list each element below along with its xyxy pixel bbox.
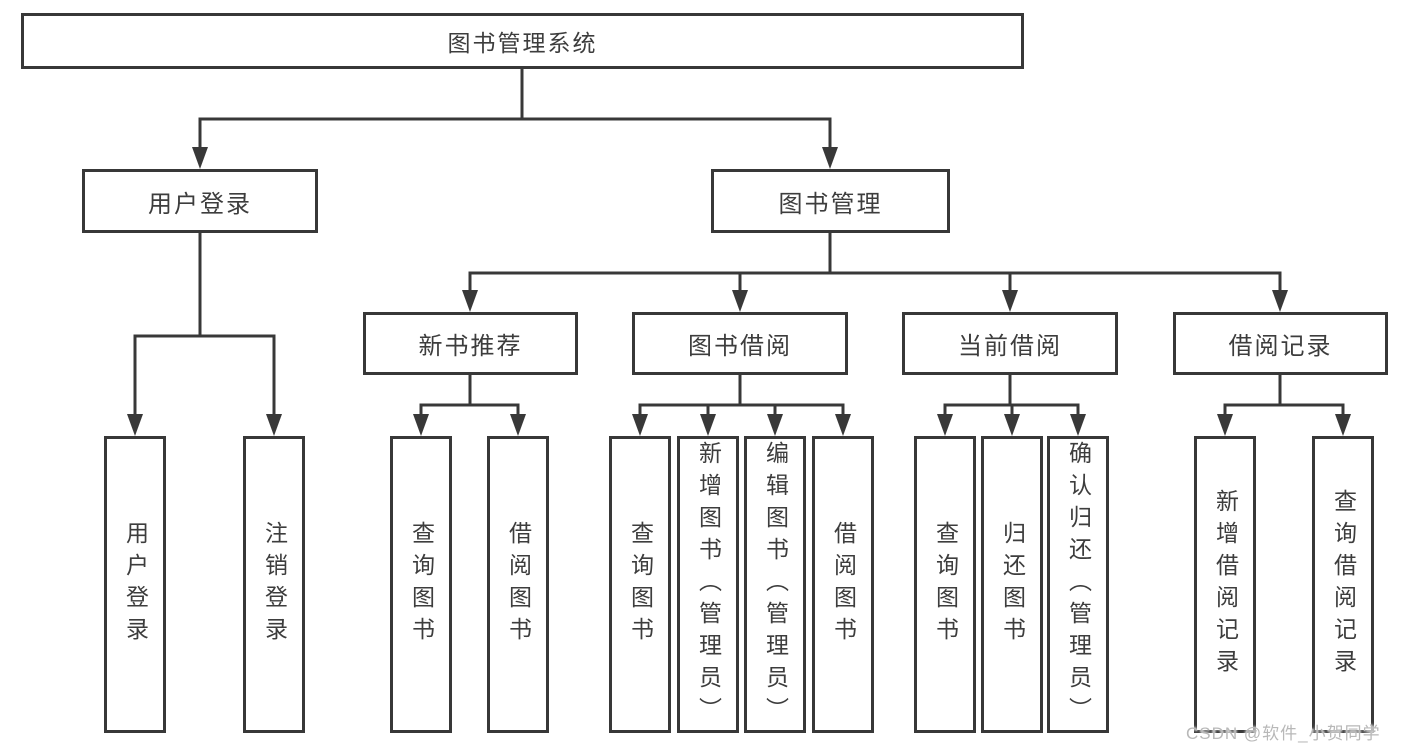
node-label: 借阅图书	[830, 520, 857, 649]
arrow-down-icon	[413, 414, 429, 436]
node-label: 借阅图书	[505, 520, 532, 649]
leaf-add-book-admin: 新增图书（管理员）	[677, 436, 739, 733]
node-label: 查询图书	[932, 520, 959, 649]
node-label: 新书推荐	[418, 333, 523, 360]
leaf-add-borrow-record: 新增借阅记录	[1194, 436, 1256, 733]
node-label: 归还图书	[999, 520, 1026, 649]
node-label: 借阅记录	[1228, 333, 1333, 360]
arrow-down-icon	[937, 414, 953, 436]
node-new-book-recommend: 新书推荐	[363, 312, 578, 375]
arrow-down-icon	[1070, 414, 1086, 436]
tree-edges	[133, 67, 1345, 420]
node-book-borrowing: 图书借阅	[632, 312, 848, 375]
node-label: 编辑图书（管理员）	[762, 440, 789, 729]
arrow-down-icon	[462, 290, 478, 312]
node-label: 查询图书	[627, 520, 654, 649]
node-label: 注销登录	[261, 520, 288, 649]
node-label: 新增图书（管理员）	[695, 440, 722, 729]
node-label: 新增借阅记录	[1212, 488, 1239, 681]
leaf-query-books-current: 查询图书	[914, 436, 976, 733]
arrow-down-icon	[1272, 290, 1288, 312]
leaf-return-book: 归还图书	[981, 436, 1043, 733]
leaf-confirm-return-admin: 确认归还（管理员）	[1047, 436, 1109, 733]
node-label: 用户登录	[148, 190, 252, 218]
node-current-borrowing: 当前借阅	[902, 312, 1118, 375]
node-library-management-system: 图书管理系统	[21, 13, 1024, 69]
node-book-management: 图书管理	[711, 169, 950, 233]
node-label: 查询借阅记录	[1330, 488, 1357, 681]
arrow-down-icon	[1335, 414, 1351, 436]
node-label: 确认归还（管理员）	[1065, 440, 1092, 729]
watermark-text: CSDN @软件_小贺同学	[1186, 724, 1381, 743]
node-label: 图书管理	[778, 190, 883, 218]
leaf-query-borrow-record: 查询借阅记录	[1312, 436, 1374, 733]
leaf-query-books-recommend: 查询图书	[390, 436, 452, 733]
leaf-borrow-books-borrowing: 借阅图书	[812, 436, 874, 733]
arrow-down-icon	[700, 414, 716, 436]
node-label: 当前借阅	[958, 333, 1062, 360]
arrow-down-icon	[1004, 414, 1020, 436]
leaf-borrow-books-recommend: 借阅图书	[487, 436, 549, 733]
arrow-down-icon	[822, 147, 838, 169]
leaf-query-books-borrowing: 查询图书	[609, 436, 671, 733]
arrow-down-icon	[1002, 290, 1018, 312]
arrow-down-icon	[510, 414, 526, 436]
node-label: 查询图书	[408, 520, 435, 649]
arrow-down-icon	[732, 290, 748, 312]
arrow-down-icon	[835, 414, 851, 436]
leaf-logout: 注销登录	[243, 436, 305, 733]
arrow-down-icon	[1217, 414, 1233, 436]
node-label: 图书借阅	[688, 333, 792, 360]
node-borrowing-records: 借阅记录	[1173, 312, 1388, 375]
arrowhead-icons	[127, 147, 1351, 436]
arrow-down-icon	[127, 414, 143, 436]
arrow-down-icon	[632, 414, 648, 436]
node-label: 用户登录	[122, 520, 149, 649]
leaf-user-login: 用户登录	[104, 436, 166, 733]
arrow-down-icon	[767, 414, 783, 436]
arrow-down-icon	[266, 414, 282, 436]
arrow-down-icon	[192, 147, 208, 169]
leaf-edit-book-admin: 编辑图书（管理员）	[744, 436, 806, 733]
node-user-login: 用户登录	[82, 169, 318, 233]
node-label: 图书管理系统	[447, 30, 598, 56]
